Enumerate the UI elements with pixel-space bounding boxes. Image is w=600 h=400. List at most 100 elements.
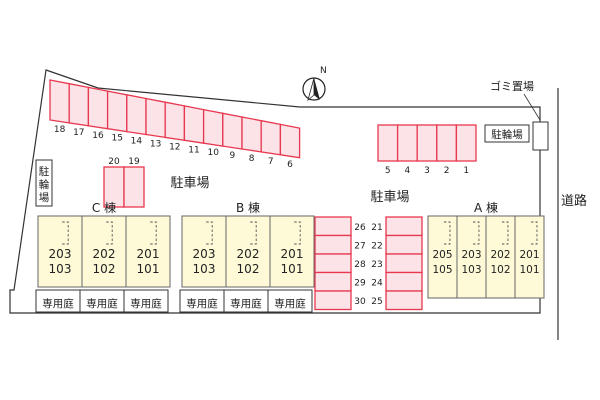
- parking-space: [49, 79, 70, 124]
- parking-space: [241, 116, 262, 153]
- parking-space: [145, 97, 166, 139]
- parking-space: [126, 94, 147, 136]
- parking-space: [436, 124, 458, 162]
- parking-space-number: 2: [444, 166, 450, 176]
- parking-space-number: 19: [128, 157, 140, 167]
- parking-space-number: 24: [371, 279, 383, 289]
- private-garden-label: 専用庭: [86, 297, 118, 310]
- parking-space: [314, 234, 352, 255]
- parking-label-right: 駐車場: [370, 190, 409, 205]
- parking-space: [385, 253, 423, 274]
- parking-space: [314, 216, 352, 237]
- unit-number-lower: 103: [49, 262, 72, 276]
- parking-space-number: 1: [463, 166, 469, 176]
- parking-space: [455, 124, 477, 162]
- unit-number-upper: 201: [281, 247, 304, 261]
- parking-space: [377, 124, 399, 162]
- parking-space-number: 25: [371, 297, 382, 307]
- parking-space-number: 27: [354, 242, 365, 252]
- bicycle-parking-box-right: [484, 124, 530, 143]
- parking-space: [279, 123, 301, 159]
- parking-space-number: 14: [131, 137, 143, 147]
- site-boundary: [9, 69, 541, 314]
- parking-space: [106, 90, 128, 133]
- parking-space-number: 12: [169, 142, 180, 152]
- bicycle-parking-label-left: 駐輪場: [39, 165, 50, 204]
- unit-number-lower: 101: [281, 262, 304, 276]
- north-arrow-icon: N: [302, 66, 327, 102]
- unit-number-lower: 101: [137, 262, 160, 276]
- parking-space: [385, 271, 423, 292]
- parking-space-number: 21: [371, 223, 382, 233]
- parking-space: [314, 290, 352, 311]
- parking-space: [385, 216, 423, 237]
- garbage-label: ゴミ置場: [490, 79, 534, 93]
- parking-space-number: 4: [405, 166, 411, 176]
- parking-space-number: 29: [354, 279, 366, 289]
- parking-space: [416, 124, 438, 162]
- unit-number-lower: 102: [237, 262, 260, 276]
- private-garden: [267, 289, 313, 313]
- building-c: C 棟203103202102201101専用庭専用庭専用庭: [35, 200, 171, 313]
- parking-space-number: 7: [268, 157, 274, 167]
- private-garden-label: 専用庭: [130, 297, 162, 310]
- unit-number-upper: 202: [237, 247, 260, 261]
- parking-space: [222, 112, 243, 150]
- parking-space-number: 6: [287, 160, 293, 170]
- parking-space-number: 5: [385, 166, 391, 176]
- private-garden-label: 専用庭: [186, 297, 218, 310]
- private-garden-label: 専用庭: [274, 297, 306, 310]
- parking-space-number: 30: [354, 297, 366, 307]
- unit-number-upper: 203: [461, 249, 481, 261]
- building-name: A 棟: [474, 200, 498, 215]
- parking-space-number: 8: [249, 154, 255, 164]
- parking-space-number: 10: [207, 148, 219, 158]
- building-b: B 棟203103202102201101専用庭専用庭専用庭: [179, 200, 315, 313]
- bicycle-parking-label-right: 駐輪場: [491, 128, 523, 141]
- parking-space-number: 26: [354, 223, 366, 233]
- parking-space-number: 18: [54, 125, 66, 135]
- parking-space: [164, 101, 186, 142]
- parking-space: [260, 119, 282, 156]
- building-outline: [181, 215, 315, 288]
- parking-space: [123, 166, 145, 208]
- unit-number-upper: 201: [519, 249, 539, 261]
- private-garden-label: 専用庭: [230, 297, 262, 310]
- garbage-leader: [523, 93, 541, 121]
- unit-number-lower: 105: [432, 264, 452, 276]
- parking-space-number: 23: [371, 260, 382, 270]
- unit-number-upper: 202: [490, 249, 510, 261]
- unit-number-lower: 101: [519, 264, 539, 276]
- parking-space-number: 22: [371, 242, 382, 252]
- road-label: 道路: [561, 193, 587, 209]
- parking-space: [314, 271, 352, 292]
- private-garden: [123, 289, 169, 313]
- parking-space-number: 20: [108, 157, 120, 167]
- parking-label-left: 駐車場: [170, 176, 209, 191]
- garbage-area: [532, 121, 549, 151]
- unit-number-upper: 203: [49, 247, 72, 261]
- parking-space-number: 17: [73, 128, 84, 138]
- parking-space: [385, 290, 423, 311]
- unit-number-upper: 205: [432, 249, 452, 261]
- parking-space: [202, 108, 224, 147]
- parking-space-number: 11: [188, 145, 199, 155]
- unit-number-lower: 103: [193, 262, 216, 276]
- building-name: B 棟: [236, 200, 260, 215]
- parking-space: [396, 124, 418, 162]
- bicycle-parking-box-left: [35, 159, 53, 207]
- unit-number-lower: 103: [461, 264, 481, 276]
- building-a: A 棟 205 105 203 103 202 102 201 101: [427, 200, 545, 299]
- parking-space: [183, 105, 205, 144]
- parking-space: [385, 234, 423, 255]
- parking-space: [68, 82, 90, 127]
- unit-number-upper: 201: [137, 247, 160, 261]
- unit-number-lower: 102: [490, 264, 510, 276]
- parking-space: [314, 253, 352, 274]
- parking-space-number: 9: [230, 151, 236, 161]
